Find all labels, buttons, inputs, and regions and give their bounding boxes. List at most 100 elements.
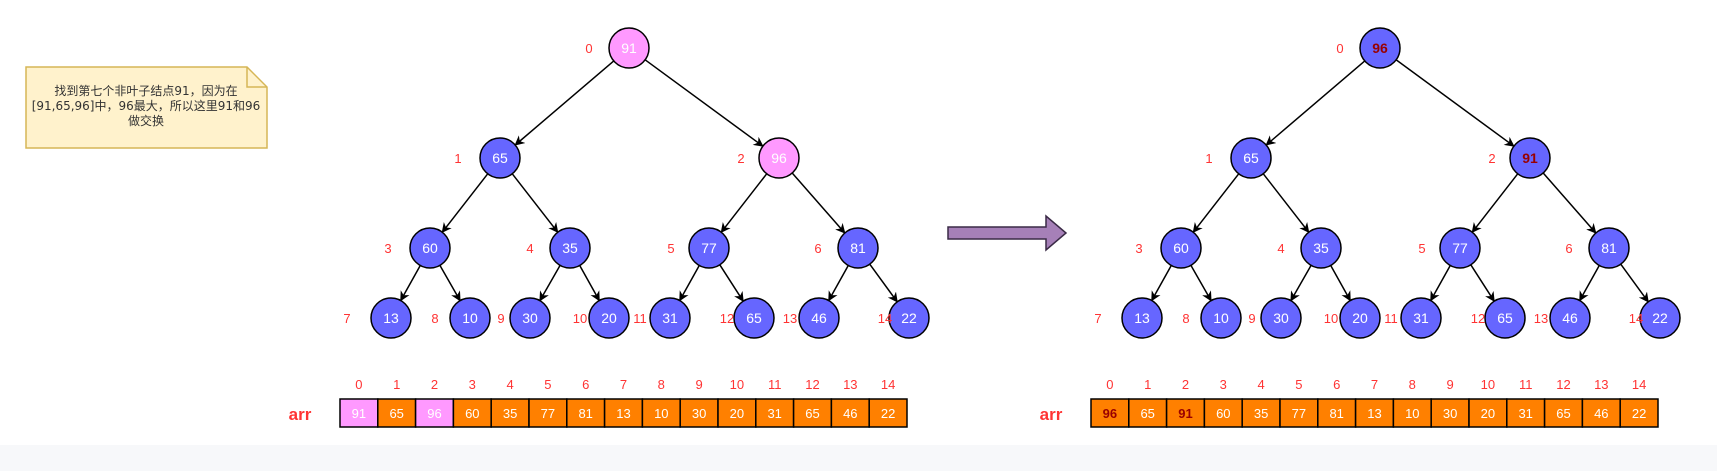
arr-cell-value: 30 <box>692 406 706 421</box>
arr-cell <box>1279 398 1319 428</box>
arr-cell <box>603 398 644 428</box>
tree-node <box>1509 137 1551 179</box>
tree-node-index: 8 <box>1182 311 1189 326</box>
arr-cell-value: 65 <box>1140 406 1154 421</box>
tree-node <box>608 27 650 69</box>
tree-node-value: 20 <box>601 310 617 326</box>
arr-cell <box>679 398 719 428</box>
arr-cell-value: 30 <box>1443 406 1457 421</box>
tree-edge <box>1151 265 1172 302</box>
tree-node-value: 60 <box>422 240 438 256</box>
arr-cell-value: 10 <box>654 406 668 421</box>
tree-node <box>509 297 551 339</box>
arr-cell <box>1392 398 1432 428</box>
arr-cell-value: 22 <box>1632 406 1646 421</box>
arr-index: 5 <box>1295 377 1302 392</box>
arr-cell-value: 31 <box>1518 406 1532 421</box>
tree-node <box>409 227 451 269</box>
tree-node <box>798 297 840 339</box>
arr-cell-value: 77 <box>1292 406 1306 421</box>
tree-node <box>1200 297 1242 339</box>
tree-node-value: 65 <box>746 310 762 326</box>
tree-node-value: 96 <box>771 150 787 166</box>
tree-node-index: 14 <box>878 311 892 326</box>
tree-edge <box>1192 173 1240 234</box>
tree-edge <box>511 173 559 234</box>
arr-cell-value: 20 <box>730 406 744 421</box>
tree-node <box>1160 227 1202 269</box>
tree-edge <box>719 264 744 303</box>
tree-node <box>758 137 800 179</box>
tree-node-value: 60 <box>1173 240 1189 256</box>
arr-cell-value: 65 <box>389 406 403 421</box>
arr-index: 7 <box>620 377 627 392</box>
tree-node-index: 11 <box>633 311 647 326</box>
arr-index: 9 <box>1446 377 1453 392</box>
tree-edge <box>791 172 846 234</box>
arr-cell-value: 91 <box>352 406 366 421</box>
tree-node-value: 65 <box>492 150 508 166</box>
arr-index: 6 <box>1333 377 1340 392</box>
tree-edge <box>514 60 615 146</box>
arr-cell <box>792 398 833 428</box>
tree-edge <box>1262 173 1310 234</box>
tree-node <box>1339 297 1381 339</box>
arr-index: 12 <box>1556 377 1570 392</box>
tree-node-index: 3 <box>1135 241 1142 256</box>
arr-cell-value: 35 <box>1254 406 1268 421</box>
arr-cell <box>1317 398 1357 428</box>
tree-node <box>1400 297 1442 339</box>
tree-node <box>649 297 691 339</box>
tree-node <box>1549 297 1591 339</box>
tree-node-index: 1 <box>454 151 461 166</box>
tree-node-value: 77 <box>1452 240 1468 256</box>
tree-node-index: 5 <box>667 241 674 256</box>
arr-index: 1 <box>393 377 400 392</box>
arr-cell <box>1619 398 1659 428</box>
arr-cell-value: 13 <box>616 406 630 421</box>
arr-index: 0 <box>1106 377 1113 392</box>
tree-node-value: 65 <box>1497 310 1513 326</box>
note-box <box>25 66 268 149</box>
tree-node <box>1121 297 1163 339</box>
tree-node-value: 31 <box>1413 310 1429 326</box>
tree-edge <box>1579 265 1600 302</box>
arr-cell <box>868 398 908 428</box>
tree-node <box>549 227 591 269</box>
tree-node <box>449 297 491 339</box>
arr-cell <box>1128 398 1168 428</box>
tree-node-index: 13 <box>1534 311 1548 326</box>
tree-node-index: 12 <box>720 311 734 326</box>
tree-node <box>588 297 630 339</box>
tree-node <box>1260 297 1302 339</box>
tree-node <box>1588 227 1630 269</box>
tree-node-value: 30 <box>1273 310 1289 326</box>
tree-node-index: 1 <box>1205 151 1212 166</box>
tree-edge <box>441 173 489 234</box>
arr-cell-value: 81 <box>1329 406 1343 421</box>
arr-index: 3 <box>1220 377 1227 392</box>
tree-node-value: 10 <box>1213 310 1229 326</box>
tree-node-index: 6 <box>814 241 821 256</box>
tree-edge <box>869 263 898 303</box>
arr-label: arr <box>289 405 312 424</box>
tree-node <box>1359 27 1401 69</box>
tree-node-index: 4 <box>1277 241 1284 256</box>
arr-cell <box>1241 398 1281 428</box>
note-fold <box>246 67 267 88</box>
arr-cell <box>1506 398 1546 428</box>
tree-node-value: 13 <box>383 310 399 326</box>
arr-cell-value: 60 <box>465 406 479 421</box>
tree-node-index: 11 <box>1384 311 1398 326</box>
tree-node-value: 10 <box>462 310 478 326</box>
tree-node-index: 9 <box>497 311 504 326</box>
arr-cell-value: 20 <box>1481 406 1495 421</box>
tree-edge <box>579 265 600 302</box>
tree-edge <box>644 59 764 147</box>
tree-node-index: 2 <box>737 151 744 166</box>
tree-node-index: 10 <box>573 311 587 326</box>
arr-cell-value: 46 <box>843 406 857 421</box>
tree-node-index: 3 <box>384 241 391 256</box>
